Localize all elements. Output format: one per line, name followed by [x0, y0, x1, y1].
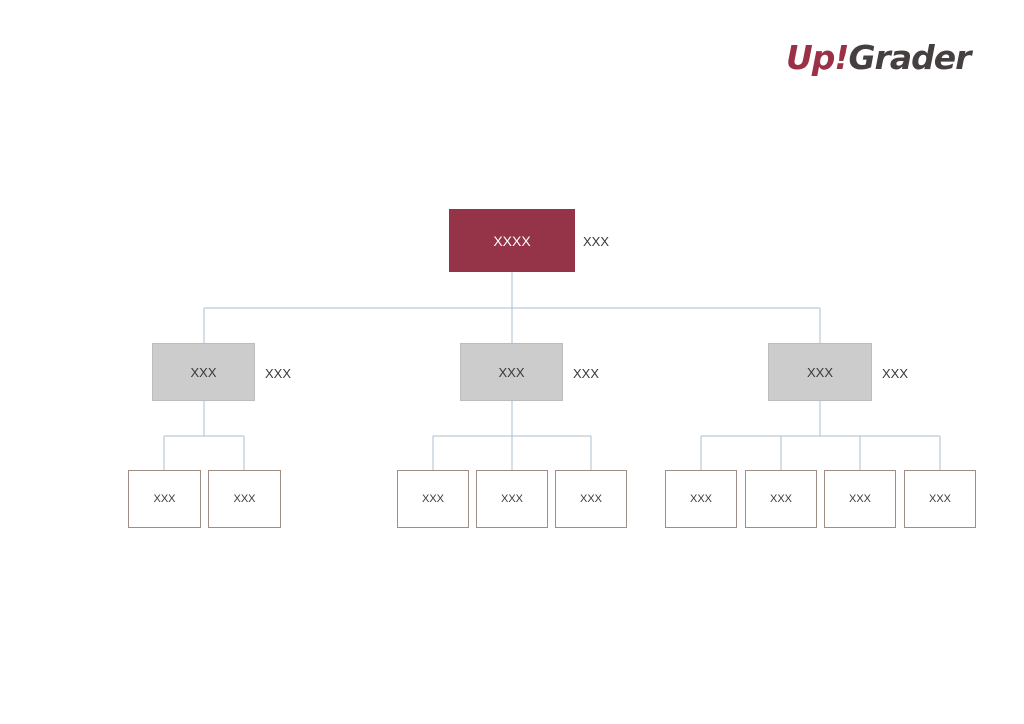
logo-part-up: Up!: [786, 38, 849, 77]
leaf-node: XXX: [745, 470, 817, 528]
upgrader-logo: Up!Grader: [786, 36, 976, 80]
group-node-label: XXX: [190, 364, 217, 380]
leaf-node-label: XXX: [579, 493, 602, 505]
root-node-label: XXXX: [493, 232, 531, 249]
leaf-node-label: XXX: [421, 493, 444, 505]
group-node-note: XXX: [265, 366, 292, 381]
root-node-note: XXX: [583, 234, 610, 249]
root-node: XXXX: [449, 209, 575, 272]
leaf-node-label: XXX: [848, 493, 871, 505]
leaf-node-label: XXX: [689, 493, 712, 505]
leaf-node-label: XXX: [153, 493, 176, 505]
group-node-label: XXX: [806, 364, 833, 380]
group-node-1: XXX: [152, 343, 255, 401]
leaf-node: XXX: [824, 470, 896, 528]
leaf-node-label: XXX: [928, 493, 951, 505]
leaf-node: XXX: [555, 470, 627, 528]
group-node-label: XXX: [498, 364, 525, 380]
logo-part-grader: Grader: [848, 38, 971, 77]
group-node-3: XXX: [768, 343, 872, 401]
leaf-node-label: XXX: [233, 493, 256, 505]
leaf-node: XXX: [208, 470, 281, 528]
leaf-node: XXX: [397, 470, 469, 528]
group-node-note: XXX: [882, 366, 909, 381]
group-node-note: XXX: [573, 366, 600, 381]
leaf-node: XXX: [476, 470, 548, 528]
leaf-node: XXX: [665, 470, 737, 528]
leaf-node-label: XXX: [769, 493, 792, 505]
leaf-node: XXX: [904, 470, 976, 528]
leaf-node: XXX: [128, 470, 201, 528]
leaf-node-label: XXX: [500, 493, 523, 505]
group-node-2: XXX: [460, 343, 563, 401]
